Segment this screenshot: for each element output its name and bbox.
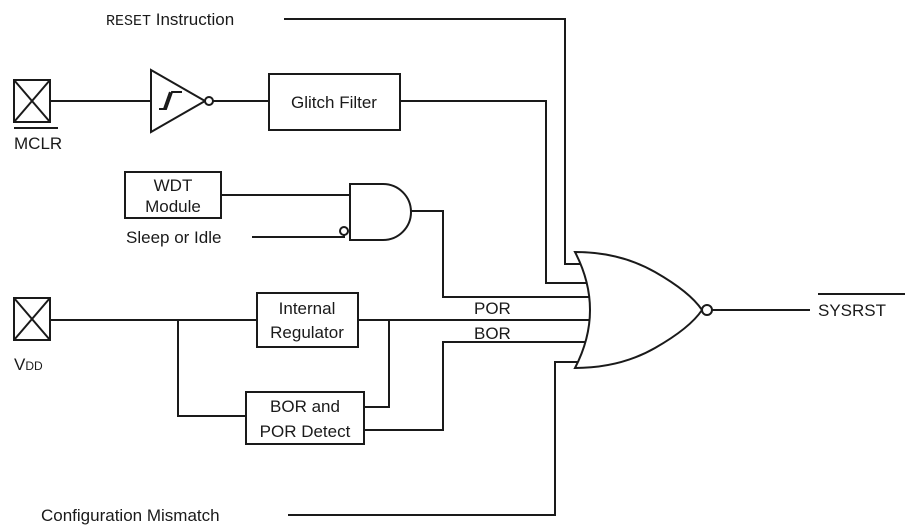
regulator-label-line1: Internal [279, 299, 336, 318]
config-mismatch-wire [288, 361, 592, 516]
bor-por-detect-block [245, 391, 365, 445]
reset-instruction-label: RESET Instruction [106, 10, 234, 30]
mclr-label: MCLR [14, 134, 62, 153]
schmitt-trigger-icon [150, 68, 214, 134]
sysrst-label: SYSRST [818, 301, 886, 320]
wdt-label-line1: WDT [154, 176, 193, 195]
vdd-label: VDD [14, 355, 43, 374]
wdt-label-line2: Module [145, 197, 201, 216]
regulator-branch-wire [364, 320, 390, 408]
sleep-idle-inverter-bubble [339, 226, 349, 236]
mclr-pin-icon [13, 79, 51, 123]
bor-label-line1: BOR and [270, 397, 340, 416]
sleep-idle-bend [340, 235, 345, 238]
sleep-idle-label: Sleep or Idle [126, 228, 221, 247]
regulator-label-line2: Regulator [270, 323, 344, 342]
internal-regulator-block [256, 292, 359, 348]
por-signal-label: POR [474, 299, 511, 318]
nor-output-bubble [701, 304, 713, 316]
bor-label-line2: POR Detect [260, 422, 351, 441]
and-gate-output-wire [410, 210, 592, 298]
config-mismatch-label: Configuration Mismatch [41, 506, 220, 525]
nor-gate-icon [573, 250, 704, 370]
vdd-branch-wire [177, 320, 246, 417]
vdd-pin-icon [13, 297, 51, 341]
glitch-filter-wire [400, 100, 592, 284]
and-gate-icon [349, 183, 412, 241]
bor-output-wire [364, 341, 592, 431]
glitch-filter-label: Glitch Filter [291, 93, 377, 112]
reset-instruction-wire [284, 18, 592, 265]
bor-signal-label: BOR [474, 324, 511, 343]
